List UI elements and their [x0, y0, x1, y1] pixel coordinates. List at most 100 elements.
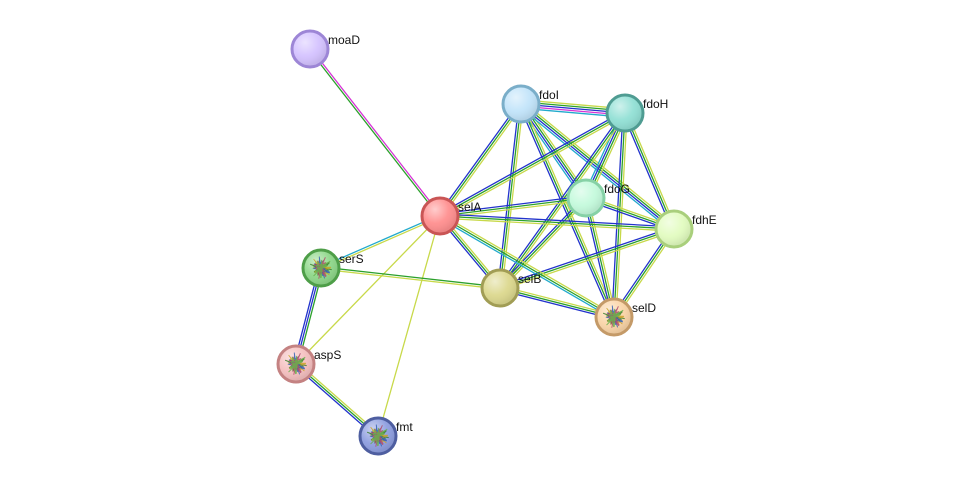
node-label: fdhE	[692, 213, 717, 227]
edge-evidence-line	[501, 103, 524, 289]
edge-evidence-line	[587, 196, 617, 318]
edge-evidence-line	[440, 213, 616, 316]
edge-evidence-line	[437, 102, 520, 216]
edge-evidence-line	[498, 226, 674, 287]
edge-evidence-line	[626, 111, 677, 229]
edge-evidence-line	[624, 112, 675, 230]
edge-fdoI-selA[interactable]	[437, 102, 524, 218]
edge-evidence-line	[441, 104, 524, 218]
protein-structure-icon	[284, 352, 307, 375]
edge-evidence-line	[320, 266, 501, 288]
edge-fdoH-fdhE[interactable]	[622, 111, 677, 231]
edge-fdoH-selA[interactable]	[438, 110, 627, 219]
node-label: selD	[632, 301, 656, 315]
node-highlight	[504, 87, 538, 121]
node-label: moaD	[328, 33, 360, 47]
node-highlight	[483, 271, 517, 305]
node-selB[interactable]: selB	[480, 268, 541, 308]
node-label: fmt	[396, 420, 413, 434]
edge-evidence-line	[522, 100, 677, 228]
edge-evidence-line	[320, 216, 442, 270]
edge-evidence-line	[499, 197, 587, 289]
edge-evidence-line	[295, 215, 441, 365]
edge-evidence-line	[500, 198, 589, 291]
edge-fdoI-selB[interactable]	[497, 103, 524, 289]
edge-evidence-line	[499, 287, 615, 318]
edge-evidence-line	[438, 110, 625, 215]
node-aspS[interactable]: aspS	[276, 344, 341, 384]
edge-evidence-line	[439, 213, 675, 228]
protein-structure-icon	[309, 256, 332, 279]
edge-selA-selD[interactable]	[438, 213, 616, 320]
edge-evidence-line	[439, 215, 675, 230]
edge-evidence-line	[521, 102, 676, 229]
node-highlight	[293, 32, 327, 66]
node-selA[interactable]: selA	[420, 196, 481, 236]
edge-evidence-line	[499, 103, 522, 289]
node-label: fdoI	[539, 88, 559, 102]
node-label: aspS	[314, 348, 341, 362]
node-fdhE[interactable]: fdhE	[654, 209, 717, 249]
edge-evidence-line	[611, 112, 624, 318]
node-moaD[interactable]: moaD	[290, 29, 360, 69]
edge-evidence-line	[498, 289, 615, 320]
node-selD[interactable]: selD	[594, 297, 656, 337]
edge-evidence-line	[439, 195, 587, 215]
edge-selA-fmt[interactable]	[377, 215, 441, 437]
node-highlight	[569, 181, 603, 215]
edge-evidence-line	[522, 102, 617, 317]
edge-evidence-line	[440, 114, 627, 219]
edge-moaD-selA[interactable]	[308, 47, 442, 218]
edge-selA-aspS[interactable]	[295, 215, 441, 365]
edge-fdoG-selD[interactable]	[583, 196, 617, 319]
edge-evidence-line	[320, 268, 501, 290]
node-layer: moaD fdoI fdoH fdoG fdhE selA serS selB selD aspS…	[276, 29, 717, 456]
node-fdoH[interactable]: fdoH	[605, 93, 668, 133]
node-serS[interactable]: serS	[301, 248, 364, 288]
edge-evidence-line	[497, 103, 520, 289]
edge-evidence-line	[438, 217, 614, 320]
edge-fdhE-selB[interactable]	[498, 226, 676, 291]
node-highlight	[423, 199, 457, 233]
edge-selB-selD[interactable]	[498, 285, 616, 320]
node-label: fdoG	[604, 182, 630, 196]
edge-evidence-line	[585, 197, 615, 318]
node-label: serS	[339, 252, 364, 266]
edge-evidence-line	[439, 197, 587, 217]
edge-evidence-line	[499, 228, 675, 289]
edge-evidence-line	[497, 195, 586, 288]
node-fmt[interactable]: fmt	[358, 416, 413, 456]
edge-fdhE-selA[interactable]	[439, 213, 675, 232]
edge-evidence-line	[377, 215, 441, 437]
edge-evidence-line	[439, 103, 522, 217]
node-label: selB	[518, 272, 541, 286]
edge-evidence-line	[500, 230, 676, 291]
edge-evidence-line	[622, 113, 673, 231]
edge-selB-serS[interactable]	[320, 266, 501, 290]
edge-evidence-line	[439, 112, 626, 217]
edge-fdoG-selB[interactable]	[497, 195, 589, 291]
edge-evidence-line	[439, 215, 615, 318]
protein-structure-icon	[602, 305, 625, 328]
edge-evidence-line	[310, 47, 442, 217]
edge-evidence-line	[439, 217, 675, 232]
node-highlight	[657, 212, 691, 246]
node-label: selA	[458, 200, 481, 214]
node-fdoI[interactable]: fdoI	[501, 84, 559, 124]
edge-fdoI-selD[interactable]	[518, 102, 617, 319]
edge-evidence-line	[583, 197, 613, 319]
protein-structure-icon	[366, 424, 389, 447]
edge-evidence-line	[308, 48, 440, 218]
edge-evidence-line	[499, 285, 616, 316]
edge-evidence-line	[319, 214, 441, 268]
edge-evidence-line	[501, 113, 628, 290]
edge-selA-serS[interactable]	[319, 214, 442, 270]
node-highlight	[608, 96, 642, 130]
edge-evidence-line	[613, 112, 626, 318]
edge-fdoH-selD[interactable]	[611, 112, 628, 318]
node-fdoG[interactable]: fdoG	[566, 178, 630, 218]
node-label: fdoH	[643, 97, 668, 111]
edge-evidence-line	[615, 112, 628, 318]
edge-evidence-line	[518, 104, 613, 319]
